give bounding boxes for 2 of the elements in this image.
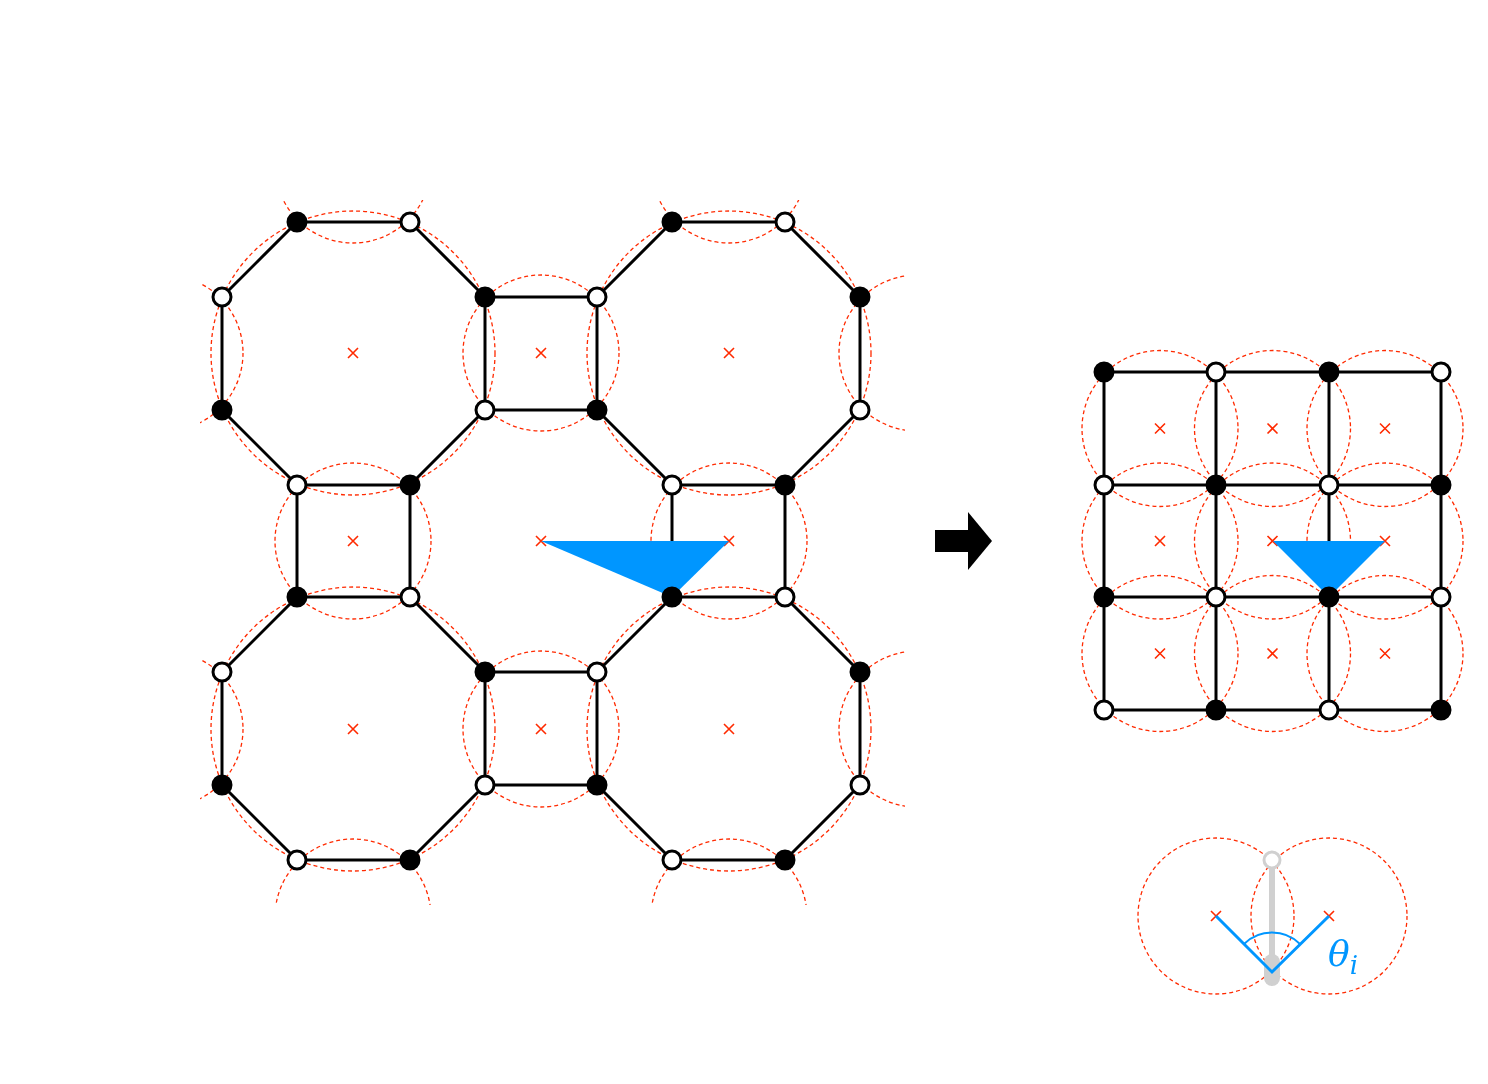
angle-label: θ$_{i}$ bbox=[1328, 936, 1358, 978]
block-arrow bbox=[935, 512, 992, 570]
